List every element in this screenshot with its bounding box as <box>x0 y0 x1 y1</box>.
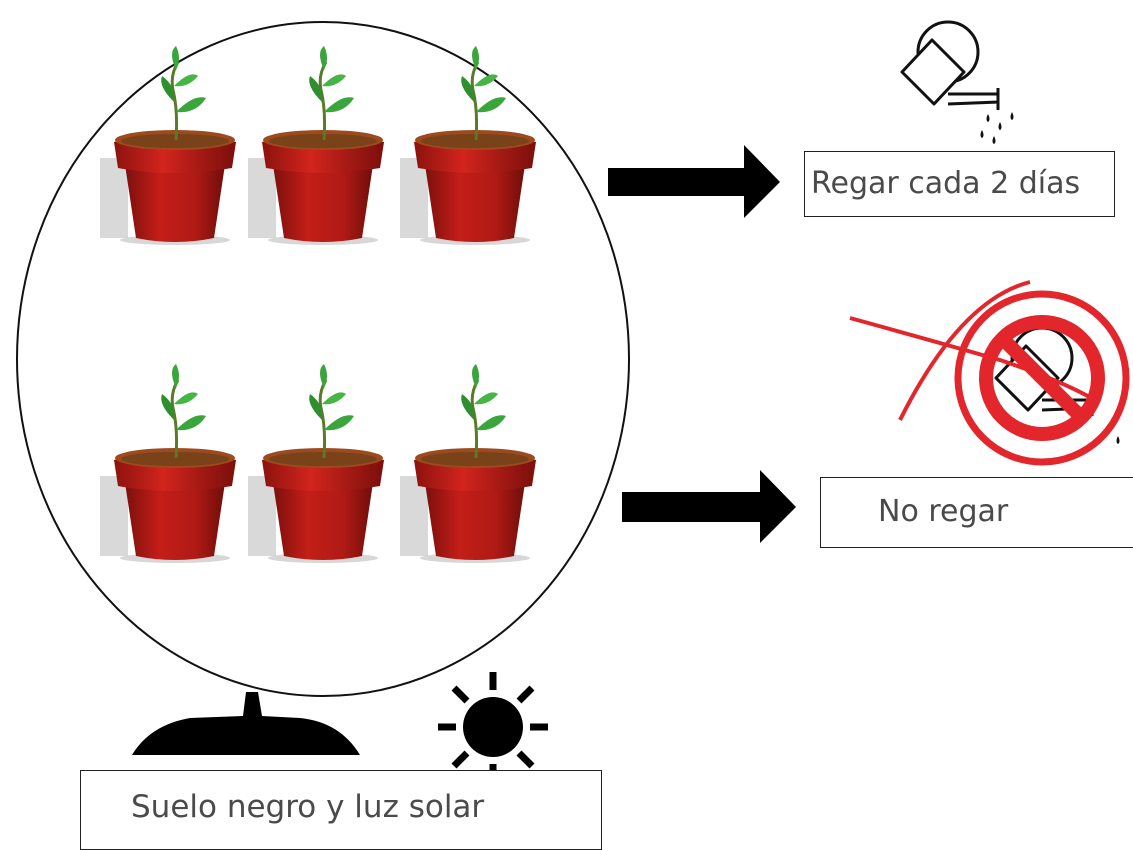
plant-pot <box>246 362 386 565</box>
plant-pot <box>98 44 238 247</box>
label-text: No regar <box>878 494 1009 529</box>
plant-pot <box>398 44 538 247</box>
label-soil-and-light: Suelo negro y luz solar <box>80 770 602 850</box>
greenhouse-oval <box>16 21 630 697</box>
plant-pot <box>246 44 386 247</box>
plant-pot <box>398 362 538 565</box>
label-no-watering: No regar <box>820 477 1133 548</box>
label-watering-every-two-days: Regar cada 2 días <box>804 151 1115 217</box>
pot-row-top <box>98 44 538 247</box>
sun-icon <box>438 672 548 782</box>
pot-row-bottom <box>98 362 538 565</box>
label-text: Regar cada 2 días <box>811 166 1081 201</box>
no-watering-icon <box>849 280 1130 466</box>
soil-mound-icon <box>132 692 360 755</box>
plant-pot <box>98 362 238 565</box>
arrow-right-icon <box>608 145 780 218</box>
arrow-right-icon <box>622 470 796 543</box>
label-text: Suelo negro y luz solar <box>131 789 485 825</box>
watering-can-icon <box>900 20 1014 144</box>
